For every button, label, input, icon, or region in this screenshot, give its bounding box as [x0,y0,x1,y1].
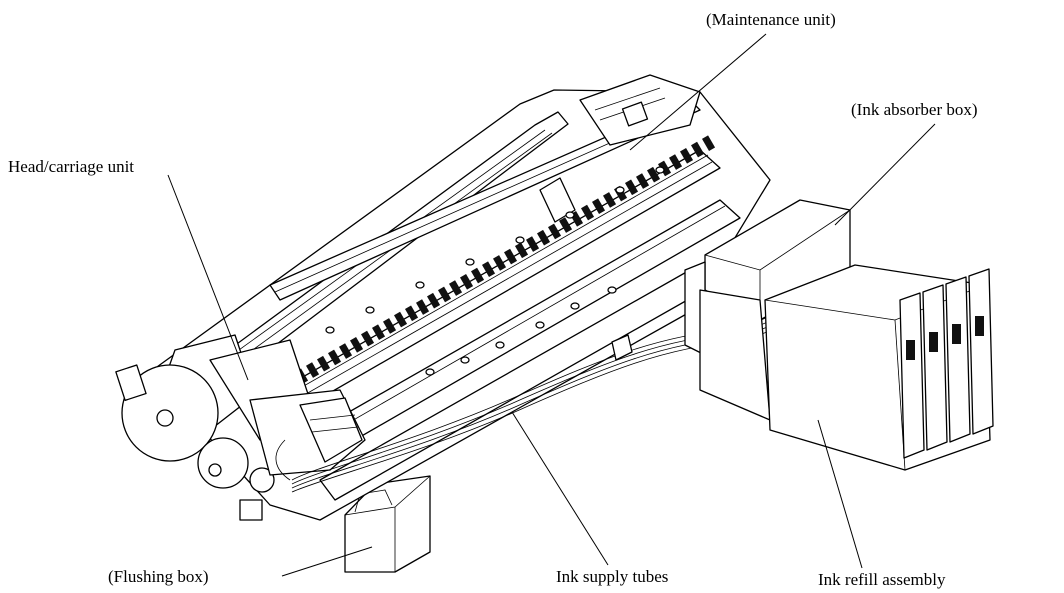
maintenance-unit-drawing [539,74,701,223]
ink-cartridge-slot [922,284,948,451]
leader-flushing-box [281,546,373,577]
leader-ink-refill-assembly [817,419,863,569]
roller-segment [427,292,441,309]
screw-hole [325,326,335,334]
screw-hole [460,356,470,364]
roller-segment [328,349,342,366]
roller-segment [625,179,639,196]
cartridge-window [929,332,938,352]
roller-segment [416,299,430,315]
roller-segment [581,204,595,221]
leader-ink-supply-tubes [511,411,609,566]
roller-segment [493,255,507,271]
head-carriage-unit-drawing [115,334,311,521]
ink-cartridge-slot [968,268,994,435]
screw-hole [615,186,625,194]
roller-segment [548,223,562,240]
label-head-carriage-unit: Head/carriage unit [8,157,135,176]
roller-segment [306,362,320,378]
ink-refill-assembly-drawing [764,264,994,471]
roller-segment [537,229,551,246]
cartridge-window [906,340,915,360]
roller-segment [471,267,485,284]
roller-segment [680,148,694,164]
roller-segment [405,305,419,322]
roller-segment [372,324,386,341]
roller-segment [647,166,661,183]
screw-hole [365,306,375,314]
screw-hole [607,286,617,294]
roller-segment [504,248,518,265]
roller-segment [669,154,683,170]
roller-segment [658,160,672,177]
roller-segment [449,280,463,296]
screw-hole [655,166,665,174]
flushing-box-drawing [344,475,431,573]
roller-segment [592,198,606,215]
label-ink-supply-tubes: Ink supply tubes [556,567,669,586]
roller-segment [438,286,452,303]
screw-hole [515,236,525,244]
cartridge-window [952,324,961,344]
paper-feed-rollers [295,135,716,385]
screw-hole [495,341,505,349]
roller-segment [460,274,474,290]
chassis-screws [325,166,665,376]
roller-segment [317,355,331,372]
roller-segment [350,337,364,353]
roller-segment [559,217,573,233]
roller-segment [394,311,408,328]
roller-segment [526,236,540,252]
leader-maintenance-unit [629,33,767,151]
label-maintenance-unit: (Maintenance unit) [706,10,836,29]
cartridge-window [975,316,984,336]
screw-hole [565,211,575,219]
label-ink-refill-assembly: Ink refill assembly [818,570,946,589]
screw-hole [465,258,475,266]
roller-segment [482,261,496,278]
ink-cartridge-slot [899,292,925,459]
screw-hole [570,302,580,310]
roller-segment [636,173,650,189]
leader-ink-absorber-box [834,123,936,226]
screw-hole [535,321,545,329]
carriage-block [249,389,366,476]
ink-cartridge-slot [945,276,971,443]
roller-segment [603,192,617,208]
roller-segment [383,318,397,334]
roller-segment [339,343,353,359]
roller-segment [702,135,716,152]
roller-segment [361,330,375,347]
label-flushing-box: (Flushing box) [108,567,209,586]
screw-hole [425,368,435,376]
label-ink-absorber-box: (Ink absorber box) [851,100,978,119]
screw-hole [415,281,425,289]
leader-head-carriage-unit [167,174,249,381]
roller-segment [515,242,529,259]
roller-segment [691,141,705,158]
